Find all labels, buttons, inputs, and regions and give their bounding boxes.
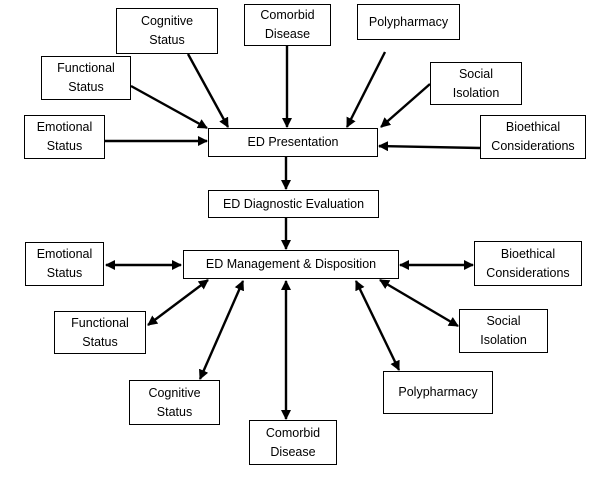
box-label: Social <box>458 66 494 81</box>
box-label: Considerations <box>486 265 570 280</box>
box-label: Status <box>46 139 83 153</box>
top-social-isolation-box: Social Isolation <box>430 62 522 105</box>
ed-management-disposition-box: ED Management & Disposition <box>183 250 399 279</box>
box-label: Cognitive <box>140 14 194 28</box>
arrow-management-social <box>379 278 459 328</box>
top-functional-status-box: Functional Status <box>41 56 131 100</box>
ed-presentation-box: ED Presentation <box>208 128 378 157</box>
box-label: Functional <box>57 61 115 75</box>
box-label: Polypharmacy <box>398 385 478 399</box>
box-label: Emotional <box>36 120 93 134</box>
bottom-social-isolation-box: Social Isolation <box>459 309 548 353</box>
bottom-emotional-status-box: Emotional Status <box>25 242 104 286</box>
top-polypharmacy-box: Polypharmacy <box>357 4 460 40</box>
box-label: ED Presentation <box>247 135 339 149</box>
box-label: Disease <box>264 27 311 41</box>
ed-diagnostic-evaluation-box: ED Diagnostic Evaluation <box>208 190 379 218</box>
top-comorbid-disease-box: Comorbid Disease <box>244 4 331 46</box>
arrow-bioethical-to-presentation <box>377 141 481 152</box>
box-label: Comorbid <box>260 8 315 22</box>
box-label: Isolation <box>480 333 527 347</box>
arrow-polypharmacy-to-presentation <box>345 51 387 128</box>
box-label: Polypharmacy <box>368 14 449 29</box>
bottom-comorbid-disease-box: Comorbid Disease <box>249 420 337 465</box>
bottom-bioethical-considerations-box: Bioethical Considerations <box>474 241 582 286</box>
arrow-functional-to-presentation <box>130 84 208 130</box>
top-bioethical-considerations-box: Bioethical Considerations <box>480 115 586 159</box>
box-label: Disease <box>270 444 316 459</box>
arrow-management-cognitive <box>198 280 245 380</box>
bottom-functional-status-box: Functional Status <box>54 311 146 354</box>
arrow-social-to-presentation <box>380 83 431 128</box>
arrow-management-polypharmacy <box>354 280 401 371</box>
box-label: ED Diagnostic Evaluation <box>222 196 365 211</box>
box-label: Isolation <box>452 85 500 100</box>
box-label: ED Management & Disposition <box>205 257 377 271</box>
box-label: Status <box>156 404 193 419</box>
arrow-cognitive-to-presentation <box>186 53 230 128</box>
box-label: Status <box>46 266 83 280</box>
box-label: Status <box>82 334 118 349</box>
bottom-polypharmacy-box: Polypharmacy <box>383 371 493 414</box>
box-label: Cognitive <box>148 385 201 400</box>
box-label: Status <box>68 80 104 94</box>
box-label: Considerations <box>491 139 575 153</box>
box-label: Comorbid <box>265 425 321 440</box>
top-cognitive-status-box: Cognitive Status <box>116 8 218 54</box>
box-label: Bioethical <box>505 120 561 134</box>
arrow-management-functional <box>147 279 209 326</box>
top-emotional-status-box: Emotional Status <box>24 115 105 159</box>
box-label: Status <box>149 33 185 47</box>
box-label: Functional <box>71 315 129 330</box>
bottom-cognitive-status-box: Cognitive Status <box>129 380 220 425</box>
box-label: Social <box>486 314 521 328</box>
box-label: Emotional <box>36 247 93 261</box>
box-label: Bioethical <box>500 246 556 261</box>
